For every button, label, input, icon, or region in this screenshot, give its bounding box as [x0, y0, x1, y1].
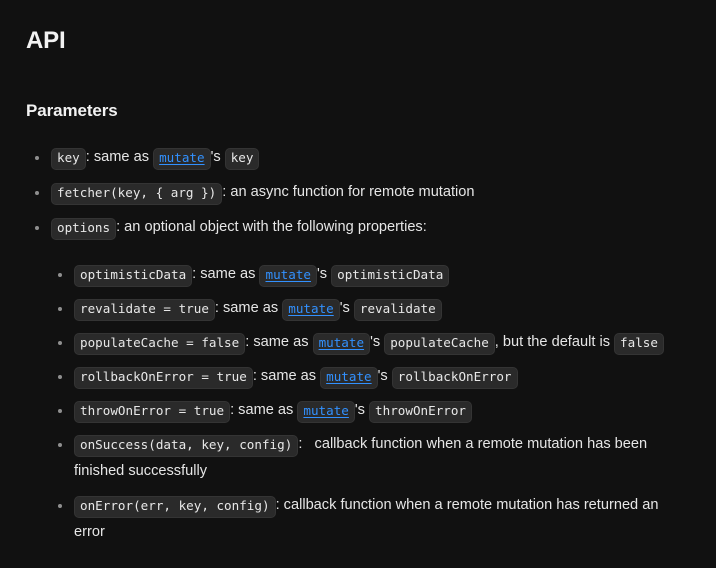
code-chip-throwOnError-param: throwOnError = true: [74, 401, 231, 423]
list-item-optimisticData: optimisticData: same as mutate's optimis…: [50, 261, 692, 288]
possessive-text: 's: [377, 368, 392, 384]
list-item-populateCache: populateCache = false: same as mutate's …: [50, 329, 692, 356]
list-item-key: key: same as mutate's key: [26, 144, 692, 171]
page-title: API: [26, 27, 66, 54]
list-item-text: : same as: [214, 300, 283, 316]
code-chip-revalidate-param: revalidate = true: [74, 299, 215, 321]
possessive-text: 's: [370, 334, 385, 350]
code-chip-false-default: false: [614, 333, 664, 355]
possessive-text: 's: [339, 300, 354, 316]
list-item-tail-text: , but the default is: [494, 334, 615, 350]
possessive-text: 's: [316, 266, 332, 282]
list-item-revalidate: revalidate = true: same as mutate's reva…: [50, 295, 692, 322]
list-item-fetcher: fetcher(key, { arg }): an async function…: [26, 179, 692, 206]
code-chip-populateCache-param: populateCache = false: [74, 333, 246, 355]
code-chip-rollbackOnError-param: rollbackOnError = true: [74, 367, 253, 389]
parameters-list: key: same as mutate's key fetcher(key, {…: [26, 144, 692, 241]
list-item-text: : same as: [192, 266, 260, 282]
code-chip-fetcher: fetcher(key, { arg }): [51, 183, 223, 205]
code-chip-optimisticData-param: optimisticData: [74, 265, 193, 287]
options-properties-list: optimisticData: same as mutate's optimis…: [50, 261, 692, 546]
code-chip-rollbackOnError-ref: rollbackOnError: [391, 367, 518, 389]
link-mutate[interactable]: mutate: [297, 401, 355, 423]
link-mutate[interactable]: mutate: [153, 148, 211, 170]
list-item-onError: onError(err, key, config): callback func…: [50, 492, 692, 546]
list-item-onSuccess: onSuccess(data, key, config): callback f…: [50, 431, 692, 485]
list-item-throwOnError: throwOnError = true: same as mutate's th…: [50, 397, 692, 424]
list-item-text: : same as: [252, 368, 321, 384]
link-mutate[interactable]: mutate: [282, 299, 340, 321]
link-mutate[interactable]: mutate: [320, 367, 378, 389]
list-item-options: options: an optional object with the fol…: [26, 214, 692, 241]
code-chip-populateCache-ref: populateCache: [384, 333, 495, 355]
code-chip-onError-param: onError(err, key, config): [74, 496, 276, 518]
link-mutate[interactable]: mutate: [312, 333, 371, 355]
code-chip-onSuccess-param: onSuccess(data, key, config): [74, 435, 299, 457]
list-item-rollbackOnError: rollbackOnError = true: same as mutate's…: [50, 363, 692, 390]
code-chip-revalidate-ref: revalidate: [353, 299, 442, 321]
code-chip-options: options: [51, 218, 117, 240]
code-chip-throwOnError-ref: throwOnError: [369, 401, 473, 423]
section-heading-parameters: Parameters: [26, 101, 118, 120]
list-item-text: : callback function when a remote mutati…: [74, 497, 663, 540]
list-item-text: : same as: [230, 402, 298, 418]
code-chip-optimisticData-ref: optimisticData: [331, 265, 450, 287]
list-item-text: : an async function for remote mutation: [222, 184, 475, 200]
possessive-text: 's: [210, 149, 225, 165]
list-item-text: : same as: [245, 334, 313, 350]
code-chip-key-param: key: [51, 148, 86, 170]
link-mutate[interactable]: mutate: [259, 265, 317, 287]
list-item-text: : callback function when a remote mutati…: [74, 436, 652, 479]
list-item-text: : same as: [85, 149, 154, 165]
code-chip-key-ref: key: [224, 148, 260, 170]
list-item-text: : an optional object with the following …: [116, 219, 427, 235]
possessive-text: 's: [354, 402, 370, 418]
